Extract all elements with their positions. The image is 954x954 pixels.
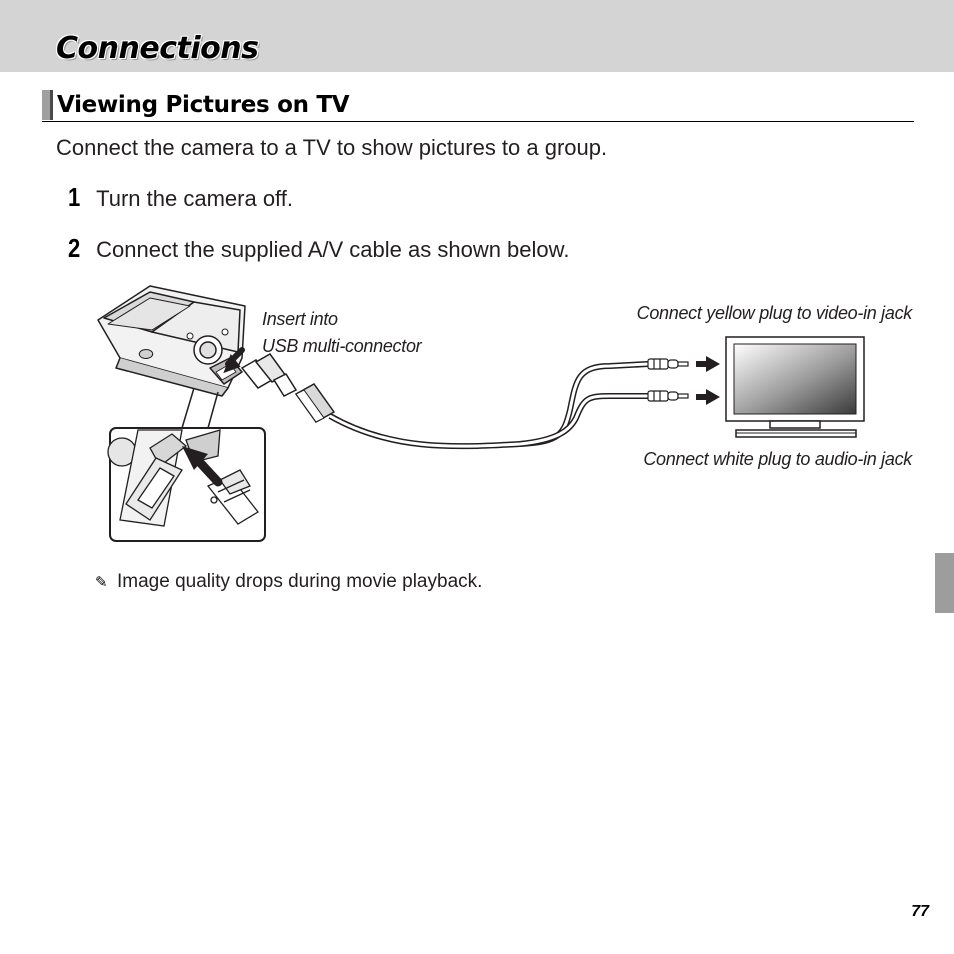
yellow-plug-label: Connect yellow plug to video-in jack (636, 303, 913, 323)
intro-text: Connect the camera to a TV to show pictu… (56, 135, 608, 160)
section-rule (42, 121, 914, 122)
av-cable (328, 361, 649, 450)
section-marker (42, 90, 53, 120)
usb-port-detail-inset (107, 427, 266, 542)
connection-diagram (97, 285, 865, 542)
step-text: Connect the supplied A/V cable as shown … (96, 237, 570, 262)
white-rca-plug (647, 390, 689, 402)
usb-label-line-2: USB multi-connector (262, 336, 422, 356)
usb-label-line-1: Insert into (262, 309, 338, 329)
step-number: 1 (68, 182, 81, 212)
camera-illustration (97, 285, 246, 397)
section-title: Viewing Pictures on TV (57, 92, 350, 118)
insert-arrow-icon (223, 347, 245, 374)
usb-plug (240, 353, 298, 397)
tv-illustration (725, 336, 865, 438)
white-plug-label: Connect white plug to audio-in jack (643, 449, 912, 469)
page-number: 77 (911, 903, 929, 920)
pencil-note-icon: ✎ (95, 574, 108, 591)
chapter-title: Connections (56, 31, 259, 66)
note-text: Image quality drops during movie playbac… (117, 571, 483, 592)
inset-arrow-icon (182, 446, 223, 487)
chapter-thumb-tab (935, 553, 954, 613)
step-2: 2 Connect the supplied A/V cable as show… (68, 233, 569, 265)
yellow-rca-plug (647, 358, 689, 370)
step-text: Turn the camera off. (96, 186, 293, 211)
header-band (0, 0, 954, 72)
step-1: 1 Turn the camera off. (68, 182, 293, 214)
step-number: 2 (68, 233, 81, 263)
plug-arrow-icon (696, 356, 720, 405)
note: ✎ Image quality drops during movie playba… (95, 568, 482, 597)
